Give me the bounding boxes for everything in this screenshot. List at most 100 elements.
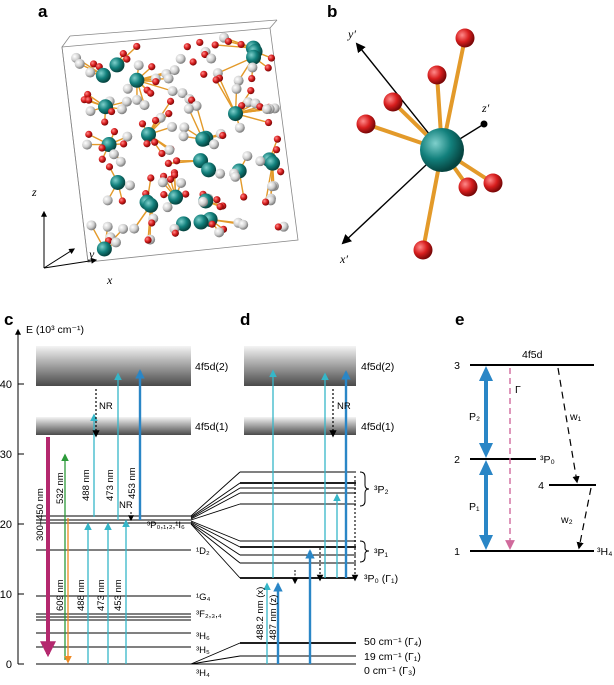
hydrogen-atom (163, 73, 174, 84)
w1-arrow (557, 367, 580, 484)
metal-atom (265, 155, 281, 171)
band-4f5d-2-label: 4f5d(2) (195, 361, 228, 373)
oxygen-atom (110, 128, 119, 136)
hydrogen-atom (242, 151, 253, 162)
oxygen-atom (219, 131, 227, 140)
panel-c-label: c (4, 310, 13, 329)
p1-arrow (479, 460, 493, 550)
level-3h4: ³H₄ (196, 668, 210, 679)
hydrogen-atom (179, 122, 190, 133)
metal-atom (176, 216, 192, 232)
w2-arrow (576, 487, 592, 550)
crystal-lattice (71, 32, 289, 257)
oxygen-atom (267, 54, 276, 62)
level-3h4-e: ³H₄ (597, 546, 612, 558)
label-488nm-upper: 488 nm (81, 469, 92, 501)
hydrogen-atom (116, 104, 127, 115)
hydrogen-atom (261, 104, 272, 115)
hydrogen-atom (85, 106, 96, 117)
panel-b: b y′ x′ z′ (327, 2, 503, 266)
oxygen-atom (262, 198, 270, 206)
oxygen-atom (133, 42, 141, 51)
oxygen-atom (183, 43, 191, 51)
oxygen-atom (224, 37, 233, 46)
metal-atom (193, 214, 209, 230)
metal-atom (228, 106, 244, 122)
hydrogen-atom (167, 86, 178, 97)
hydrogen-atom (233, 75, 244, 86)
local-axes: y′ x′ z′ (339, 27, 490, 266)
oxygen-atom (147, 89, 155, 97)
hydrogen-atom (102, 221, 113, 232)
d-band-4f5d-2-label: 4f5d(2) (361, 361, 394, 373)
hydrogen-atom (82, 139, 93, 150)
label-487nm: 487 nm (z) (268, 595, 279, 640)
hydrogen-atom (164, 145, 175, 156)
p2-arrow (479, 366, 493, 458)
oxygen-atom (201, 50, 209, 59)
oxygen-atom (101, 118, 109, 126)
oxygen-atom (213, 196, 221, 204)
oxygen-atom (171, 229, 179, 237)
oxygen-atom (166, 97, 175, 105)
hydrogen-atom (108, 149, 119, 160)
metal-atom (143, 197, 159, 213)
oxygen-atom (152, 78, 160, 86)
metal-atom (110, 174, 126, 190)
rate-w2: w₂ (560, 514, 573, 526)
oxygen-atom (151, 138, 159, 146)
level-num-3: 3 (454, 360, 460, 372)
panel-c: c E (10³ cm⁻¹) 0 10 20 30 40 4f5d(2) 4f5… (0, 310, 228, 679)
level-1g4: ¹G₄ (196, 592, 211, 603)
hydrogen-atom (230, 171, 241, 182)
axis-z-label: z (31, 185, 37, 199)
hydrogen-atom (231, 83, 242, 94)
panel-a: a z x y (31, 2, 299, 287)
hydrogen-atom (85, 67, 96, 78)
label-300-450nm: 300–450 nm (35, 488, 46, 541)
metal-atom (109, 57, 125, 73)
oxygen-atom (240, 193, 248, 201)
hydrogen-atom (118, 223, 129, 234)
axis-y-prime-label: y′ (347, 27, 356, 41)
oxygen-atom (84, 90, 92, 99)
axis-x-label: x (106, 273, 113, 287)
hydrogen-atom (238, 219, 249, 230)
hydrogen-atom (234, 122, 245, 133)
oxygen-atom (274, 223, 282, 231)
rate-p2: P₂ (469, 411, 480, 423)
oxygen-atom (256, 103, 264, 111)
panel-e: e 3 2 1 4 4f5d ³P₀ ³H₄ P₂ P₁ Γ w₁ (454, 310, 612, 558)
oxygen-atom (237, 40, 245, 49)
oxygen-atom (138, 120, 147, 128)
hydrogen-atom (266, 181, 277, 192)
hydrogen-atom (139, 100, 150, 111)
oxygen-atom (200, 70, 208, 78)
hydrogen-atom (122, 83, 133, 94)
oxygen-atom (188, 96, 196, 104)
hydrogen-atom (191, 100, 202, 111)
oxygen-atom (148, 63, 156, 71)
tick-0: 0 (6, 659, 12, 671)
metal-atom (201, 162, 217, 178)
nr-label: NR (99, 401, 113, 412)
metal-atom (141, 126, 157, 142)
panel-a-label: a (38, 2, 48, 21)
level-4f5d: 4f5d (522, 349, 543, 361)
label-488-2nm: 488.2 nm (x) (255, 587, 266, 640)
oxygen-atom (120, 140, 128, 148)
level-1d2: ¹D₂ (196, 546, 210, 557)
d-braces (359, 471, 370, 563)
oxygen-atom (107, 107, 116, 116)
d-band-4f5d-1-label: 4f5d(1) (361, 421, 394, 433)
oxygen-atom (147, 174, 155, 182)
oxygen-atom (98, 144, 106, 152)
connector-lines (190, 471, 241, 665)
level-3p-manifold: ³P₀,₁,₂,¹I₆ (147, 520, 185, 531)
hydrogen-atom (115, 156, 126, 167)
hydrogen-atom (255, 156, 266, 167)
unit-cell-box (61, 19, 299, 263)
oxygen-atom (164, 159, 172, 167)
central-metal-atom (420, 128, 464, 172)
